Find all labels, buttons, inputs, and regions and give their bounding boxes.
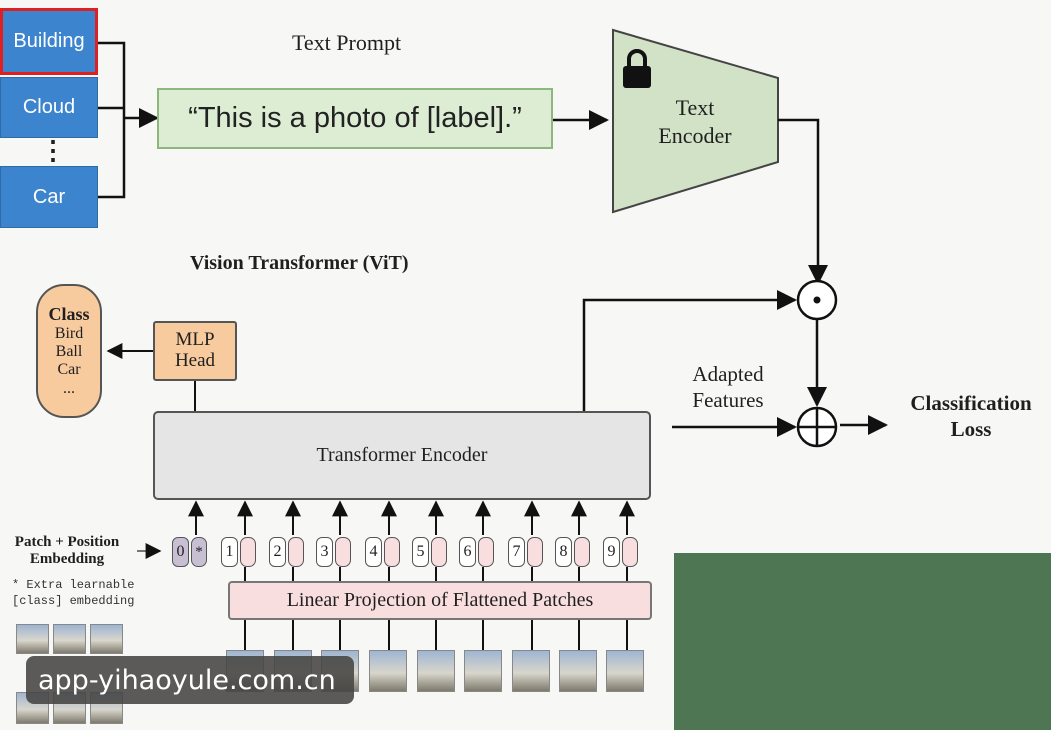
token-embedding xyxy=(384,537,400,567)
token-embedding xyxy=(431,537,447,567)
source-image-tile xyxy=(16,624,49,654)
token-embedding xyxy=(240,537,256,567)
token-embedding xyxy=(478,537,494,567)
token-index: 8 xyxy=(555,537,572,567)
token-8: 8 xyxy=(555,537,590,567)
token-embedding xyxy=(335,537,351,567)
extra-class-embedding-note: * Extra learnable [class] embedding xyxy=(12,578,135,609)
token-2: 2 xyxy=(269,537,304,567)
text-encoder-label: Text Encoder xyxy=(658,95,732,148)
source-image-tile xyxy=(90,624,123,654)
patch-image-6 xyxy=(464,650,502,692)
token-index: 3 xyxy=(316,537,333,567)
patch-position-embedding-label: Patch + Position Embedding xyxy=(14,534,120,568)
vit-title: Vision Transformer (ViT) xyxy=(190,252,409,274)
projection-to-token-lines xyxy=(244,567,628,581)
plus-operator xyxy=(796,406,838,448)
token-5: 5 xyxy=(412,537,447,567)
token-embedding xyxy=(574,537,590,567)
cls-token-marker: * xyxy=(191,537,207,567)
label-car: Car xyxy=(0,166,98,228)
transformer-to-dot-arrow xyxy=(582,290,797,411)
dot-operator xyxy=(796,279,838,321)
label-building: Building xyxy=(0,8,98,75)
text-prompt-box: “This is a photo of [label].” xyxy=(157,88,553,149)
text-encoder-shape xyxy=(612,28,779,214)
token-1: 1 xyxy=(221,537,256,567)
token-4: 4 xyxy=(365,537,400,567)
token-index: 1 xyxy=(221,537,238,567)
watermark-banner: app-yihaoyule.com.cn xyxy=(26,656,354,704)
token-index: 6 xyxy=(459,537,476,567)
token-arrows xyxy=(188,500,635,535)
token-7: 7 xyxy=(508,537,543,567)
encoder-to-dot-arrow xyxy=(778,118,828,285)
token-3: 3 xyxy=(316,537,351,567)
text-prompt-title: Text Prompt xyxy=(292,30,402,55)
token-index: 9 xyxy=(603,537,620,567)
token-embedding xyxy=(288,537,304,567)
token-embedding xyxy=(527,537,543,567)
patch-image-7 xyxy=(512,650,550,692)
token-index: 4 xyxy=(365,537,382,567)
green-overlay-panel xyxy=(674,553,1051,730)
token-9: 9 xyxy=(603,537,638,567)
classification-loss-label: Classification Loss xyxy=(910,391,1032,442)
token-6: 6 xyxy=(459,537,494,567)
label-cloud: Cloud xyxy=(0,77,98,138)
class-output-box: Class Bird Ball Car ... xyxy=(36,284,102,418)
patch-to-projection-lines xyxy=(244,620,628,650)
token-index: 5 xyxy=(412,537,429,567)
token-index: 0 xyxy=(172,537,189,567)
token-embedding xyxy=(622,537,638,567)
token-index: 7 xyxy=(508,537,525,567)
token-index: 2 xyxy=(269,537,286,567)
patch-image-8 xyxy=(559,650,597,692)
token-0: 0 * xyxy=(172,537,207,567)
patch-image-9 xyxy=(606,650,644,692)
lock-icon xyxy=(620,48,654,90)
label-bracket xyxy=(98,41,159,199)
patch-image-4 xyxy=(369,650,407,692)
mlp-head-box: MLP Head xyxy=(153,321,237,381)
adapted-features-label: Adapted Features xyxy=(692,362,764,413)
patch-image-5 xyxy=(417,650,455,692)
linear-projection-box: Linear Projection of Flattened Patches xyxy=(228,581,652,620)
transformer-encoder-box: Transformer Encoder xyxy=(153,411,651,500)
source-image-tile xyxy=(53,624,86,654)
label-ellipsis: ⋮ xyxy=(40,136,66,165)
